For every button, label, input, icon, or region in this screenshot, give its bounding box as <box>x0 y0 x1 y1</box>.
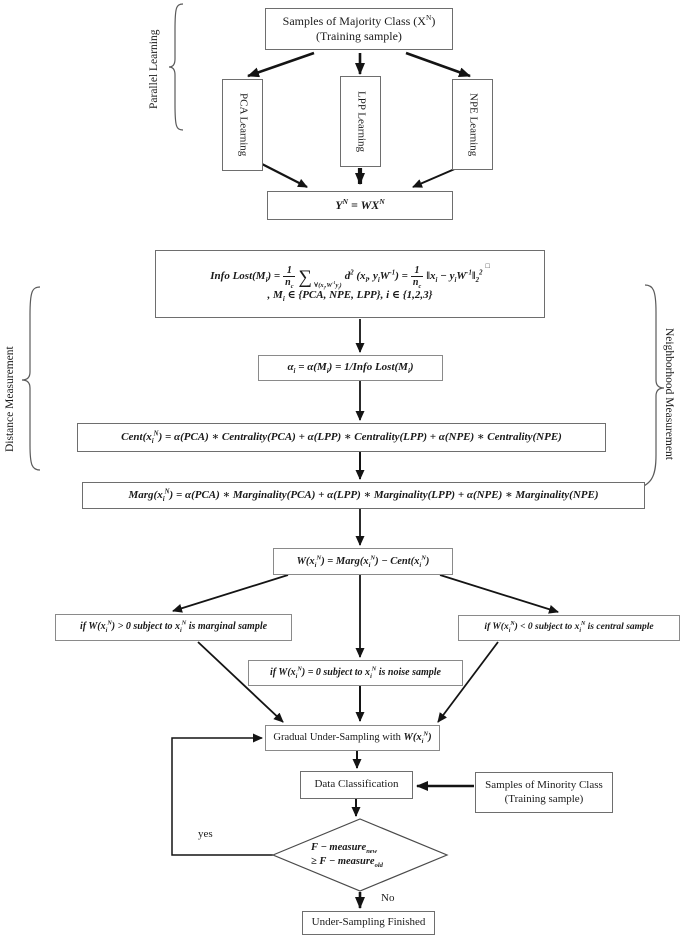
sum-symbol: ∑ <box>298 266 313 288</box>
npe-learning-box: NPE Learning <box>452 79 493 170</box>
alpha-box: αi = α(Mi) = 1/Info Lost(Mi) <box>258 355 443 381</box>
centrality-formula: Cent(xiN) = α(PCA) ∗ Centrality(PCA) + α… <box>121 429 562 445</box>
pca-learning-box: PCA Learning <box>222 79 263 171</box>
parallel-learning-label: Parallel Learning <box>148 29 160 109</box>
diamond-condition-text: F − measurenew ≥ F − measureold <box>311 841 421 868</box>
info-lhs: Info Lost(Mi) = <box>210 270 281 285</box>
marginal-rule-text: if W(xiN) > 0 subject to xiN is marginal… <box>79 619 268 635</box>
weight-formula: W(xiN) = Marg(xiN) − Cent(xiN) <box>296 554 430 570</box>
projection-formula: YN = WXN <box>335 197 385 212</box>
centrality-box: Cent(xiN) = α(PCA) ∗ Centrality(PCA) + α… <box>77 423 606 452</box>
weight-box: W(xiN) = Marg(xiN) − Cent(xiN) <box>273 548 453 575</box>
data-classification-label: Data Classification <box>314 778 399 791</box>
frac2-den: nc <box>410 276 424 291</box>
central-rule-text: if W(xiN) < 0 subject to xiN is central … <box>484 620 654 634</box>
gradual-text: Gradual Under-Sampling with <box>273 732 404 744</box>
marginality-box: Marg(xiN) = α(PCA) ∗ Marginality(PCA) + … <box>82 482 645 509</box>
undersampling-finished-box: Under-Sampling Finished <box>302 911 435 935</box>
minority-class-box: Samples of Minority Class (Training samp… <box>475 772 613 813</box>
majority-line2: (Training sample) <box>316 29 402 43</box>
majority-line1: Samples of Majority Class (XN) <box>282 13 436 28</box>
parallel-bracket <box>168 3 184 131</box>
undersampling-finished-label: Under-Sampling Finished <box>311 916 426 929</box>
frac2-num: 1 <box>414 264 420 276</box>
gradual-undersampling-box: Gradual Under-Sampling with W(xiN) <box>265 725 440 751</box>
distance-measurement-label: Distance Measurement <box>4 346 16 452</box>
yes-label: yes <box>198 828 213 840</box>
frac1-num: 1 <box>286 264 292 276</box>
stray-square-glyph: □ <box>485 261 490 270</box>
arrow-lines <box>171 51 559 909</box>
info-mid: d2 (xi, yiW-1) = <box>344 269 408 285</box>
gradual-label: Gradual Under-Sampling with W(xiN) <box>273 730 432 746</box>
diamond-line2: ≥ F − measureold <box>311 855 383 869</box>
no-label: No <box>381 892 395 904</box>
projection-box: YN = WXN <box>267 191 453 220</box>
lpp-learning-box: LPP Learning <box>340 76 381 167</box>
data-classification-box: Data Classification <box>300 771 413 799</box>
info-rhs: ‖xi − yiW-1‖22 <box>426 269 483 285</box>
gradual-math: W(xiN) <box>403 730 432 746</box>
majority-class-box: Samples of Majority Class (XN) (Training… <box>265 8 453 50</box>
info-lost-box: Info Lost(Mi) = 1 nc ∑ ∀(xi,W-1yi) d2 (x… <box>155 250 545 318</box>
info-frac2: 1 nc <box>410 264 424 291</box>
noise-rule-text: if W(xiN) = 0 subject to xiN is noise sa… <box>270 665 441 680</box>
section-brackets <box>21 3 665 492</box>
alpha-formula: αi = α(Mi) = 1/Info Lost(Mi) <box>287 361 414 376</box>
decision-diamond <box>271 818 449 892</box>
sum-subscript: ∀(xi,W-1yi) <box>314 279 342 291</box>
minority-line1: Samples of Minority Class <box>485 778 603 791</box>
lpp-learning-label: LPP Learning <box>355 91 368 152</box>
minority-line2: (Training sample) <box>504 792 584 805</box>
info-frac1: 1 nc <box>283 264 296 291</box>
diamond-line1: F − measurenew <box>311 842 378 856</box>
info-lost-line2: , Mi ∈ {PCA, NPE, LPP}, i ∈ {1,2,3} <box>267 288 433 303</box>
info-lost-line1: Info Lost(Mi) = 1 nc ∑ ∀(xi,W-1yi) d2 (x… <box>210 262 489 291</box>
neighborhood-bracket <box>629 284 665 492</box>
pca-learning-label: PCA Learning <box>237 93 250 157</box>
central-rule-box: if W(xiN) < 0 subject to xiN is central … <box>458 615 680 641</box>
marginality-formula: Marg(xiN) = α(PCA) ∗ Marginality(PCA) + … <box>128 487 599 503</box>
neighborhood-measurement-label: Neighborhood Measurement <box>663 328 675 460</box>
distance-bracket <box>21 286 41 471</box>
npe-learning-label: NPE Learning <box>467 92 480 157</box>
noise-rule-box: if W(xiN) = 0 subject to xiN is noise sa… <box>248 660 463 686</box>
marginal-rule-box: if W(xiN) > 0 subject to xiN is marginal… <box>55 614 292 641</box>
frac1-den: nc <box>283 276 296 291</box>
